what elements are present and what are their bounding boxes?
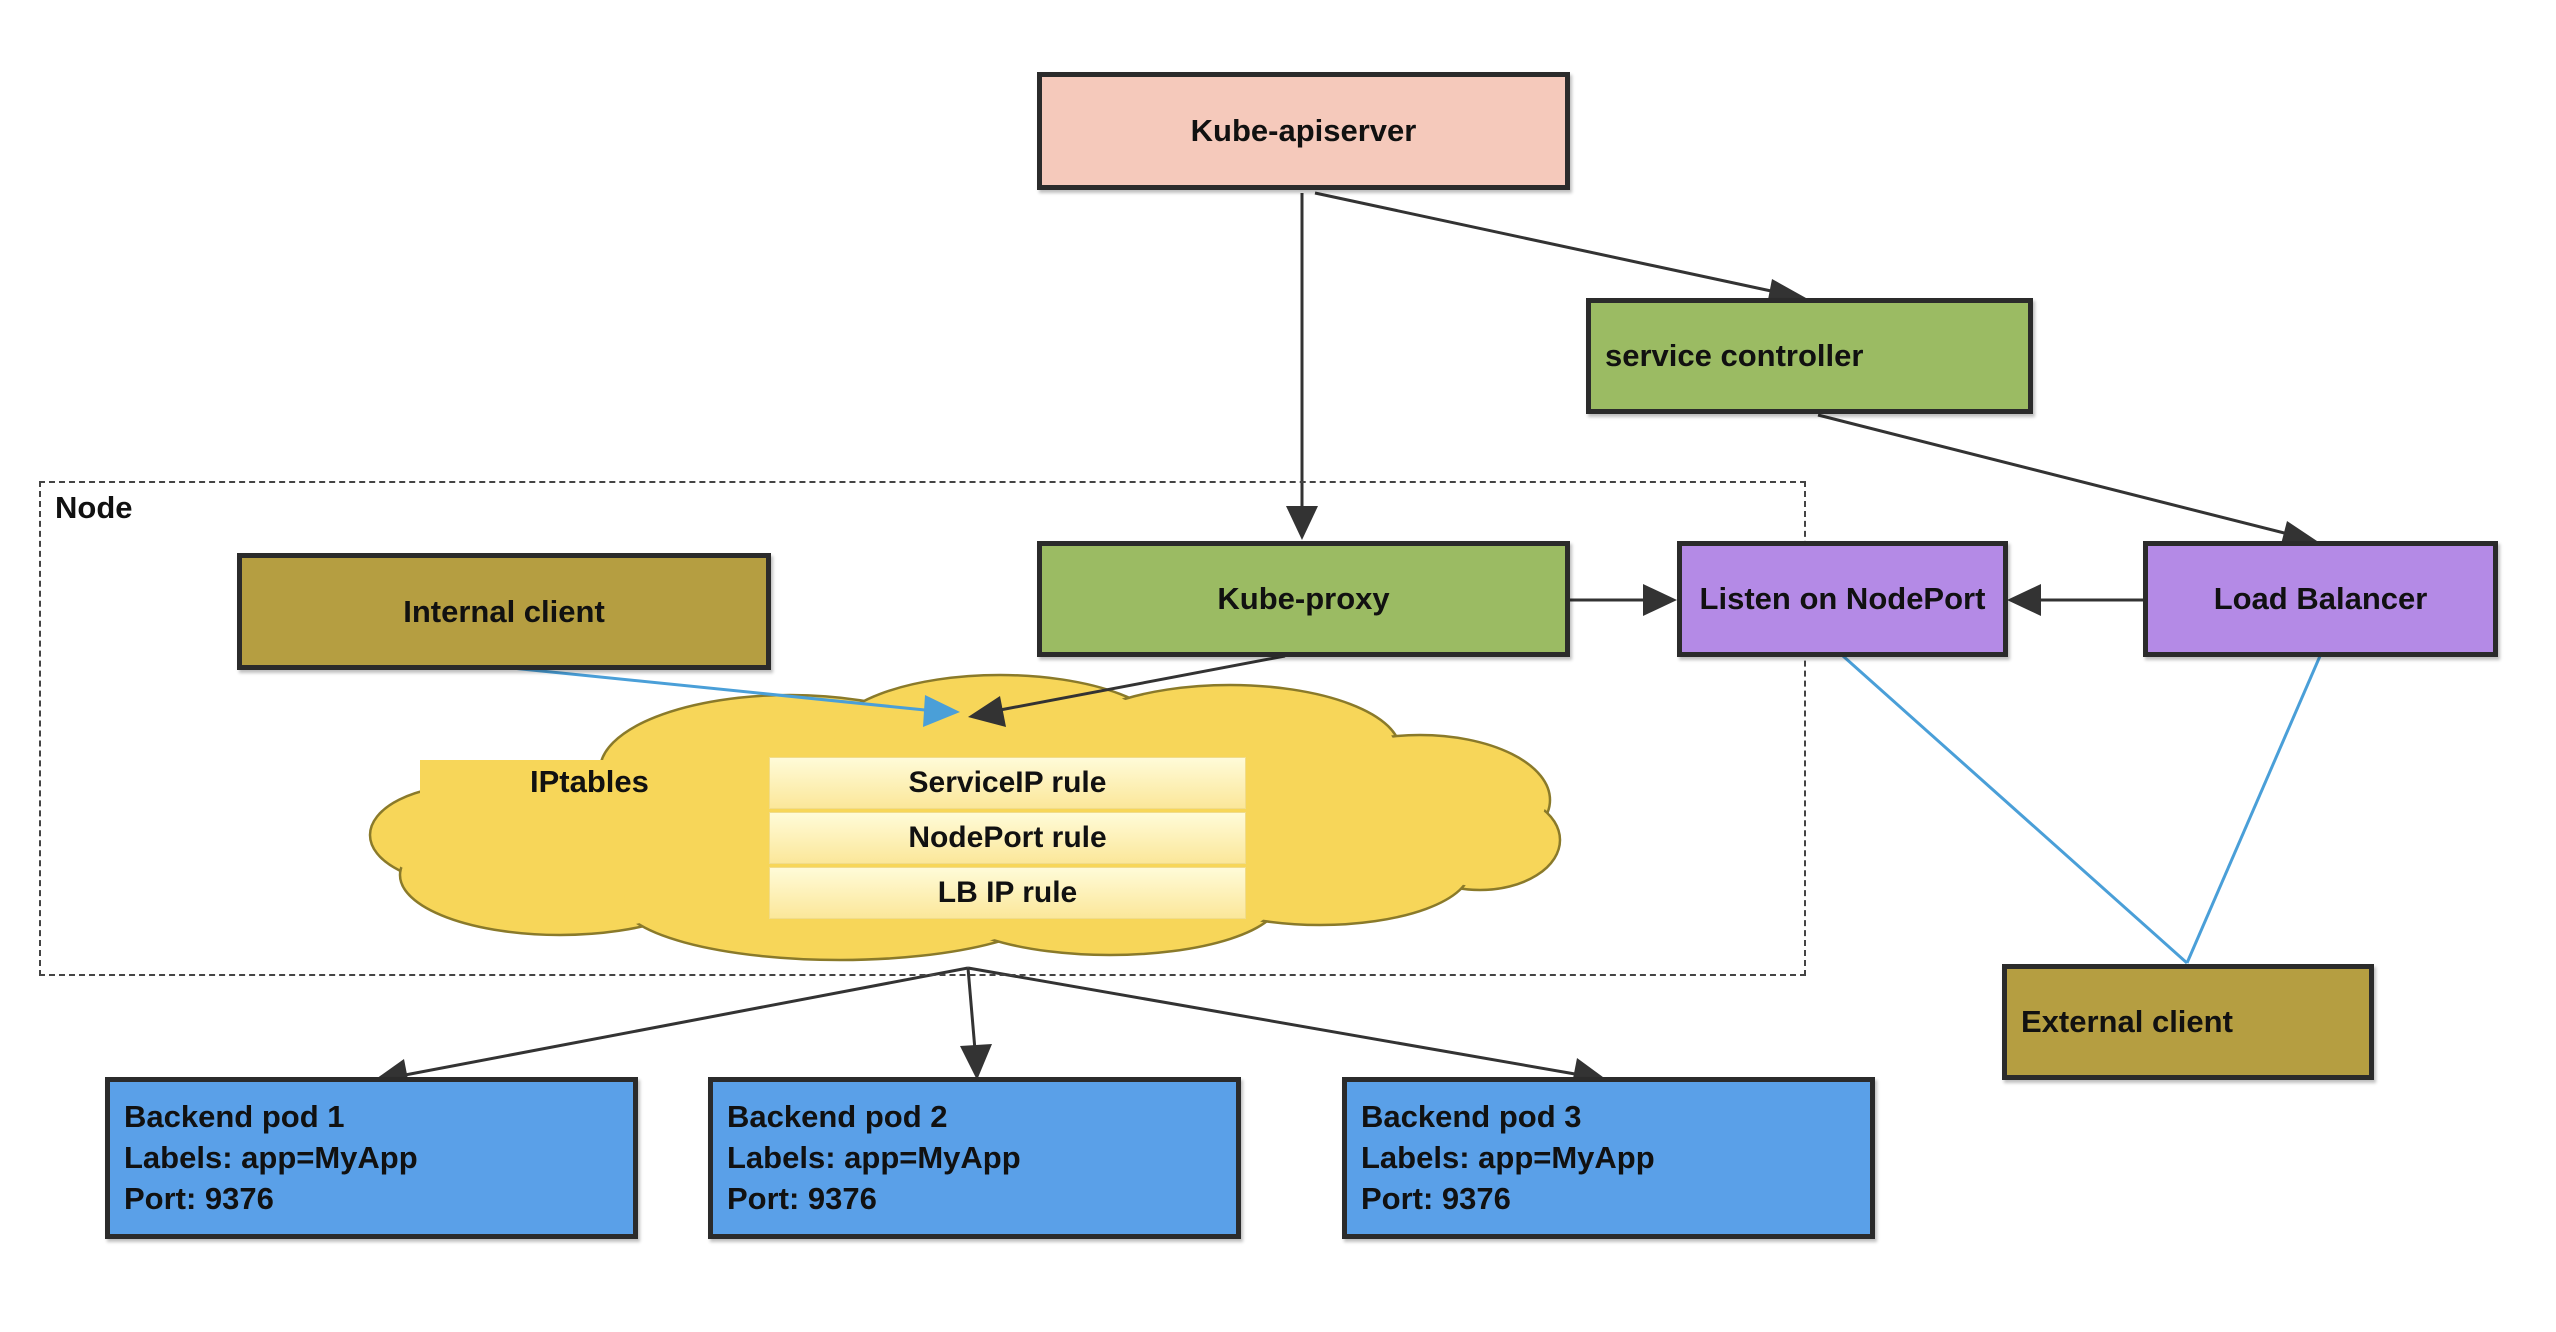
- arrow-iptables-to-pod1: [404, 966, 969, 1077]
- iptables-rule: ServiceIP rule: [769, 757, 1246, 809]
- iptables-rule: LB IP rule: [769, 867, 1246, 919]
- service-controller-label: service controller: [1605, 338, 1864, 373]
- arrowhead-kubeproxy: [1286, 506, 1318, 540]
- kube-proxy-box: Kube-proxy: [1037, 541, 1570, 657]
- external-client-label: External client: [2021, 1004, 2233, 1039]
- iptables-label: IPtables: [530, 764, 649, 799]
- pod-port: Port: 9376: [727, 1181, 877, 1216]
- load-balancer-box: Load Balancer: [2143, 541, 2498, 657]
- pod-name: Backend pod 1: [124, 1099, 345, 1134]
- pod-port: Port: 9376: [124, 1181, 274, 1216]
- connectors: [373, 191, 2322, 1090]
- link-nodeport-to-externalclient: [1842, 654, 2188, 965]
- pod-name: Backend pod 3: [1361, 1099, 1582, 1134]
- iptables-rules: ServiceIP rule NodePort rule LB IP rule: [769, 757, 1246, 922]
- link-loadbalancer-to-externalclient: [2185, 655, 2322, 964]
- service-controller-box: service controller: [1586, 298, 2033, 414]
- pod-labels: Labels: app=MyApp: [1361, 1140, 1655, 1175]
- arrow-iptables-to-pod2: [966, 967, 977, 1051]
- arrowhead-pod2: [960, 1044, 992, 1080]
- pod-name: Backend pod 2: [727, 1099, 948, 1134]
- external-client-box: External client: [2002, 964, 2374, 1080]
- arrow-kubeproxy-to-iptables: [999, 654, 1286, 712]
- kube-apiserver-box: Kube-apiserver: [1037, 72, 1570, 190]
- arrow-servicecontroller-to-loadbalancer: [1817, 413, 2297, 538]
- listen-nodeport-box: Listen on NodePort: [1677, 541, 2008, 657]
- pod-port: Port: 9376: [1361, 1181, 1511, 1216]
- node-region: [39, 481, 1806, 976]
- arrow-iptables-to-pod3: [967, 966, 1576, 1076]
- load-balancer-label: Load Balancer: [2213, 581, 2428, 616]
- arrow-apiserver-to-servicecontroller: [1314, 191, 1786, 296]
- arrowhead-iptables-dark: [968, 696, 1006, 727]
- kube-proxy-label: Kube-proxy: [1217, 581, 1390, 616]
- pod-labels: Labels: app=MyApp: [124, 1140, 418, 1175]
- pod-labels: Labels: app=MyApp: [727, 1140, 1021, 1175]
- internal-client-label: Internal client: [403, 593, 605, 629]
- arrow-internalclient-to-iptables: [501, 665, 926, 712]
- backend-pod-box: Backend pod 1 Labels: app=MyApp Port: 93…: [105, 1077, 638, 1239]
- backend-pod-box: Backend pod 2 Labels: app=MyApp Port: 93…: [708, 1077, 1241, 1239]
- node-label: Node: [55, 490, 133, 525]
- arrowhead-nodeport-from-lb: [2007, 584, 2041, 616]
- kube-apiserver-label: Kube-apiserver: [1190, 113, 1417, 148]
- arrowhead-nodeport: [1643, 584, 1677, 616]
- arrowhead-iptables-blue: [923, 695, 960, 727]
- backend-pod-box: Backend pod 3 Labels: app=MyApp Port: 93…: [1342, 1077, 1875, 1239]
- iptables-rule: NodePort rule: [769, 812, 1246, 864]
- internal-client-box: Internal client: [237, 553, 771, 670]
- listen-nodeport-label: Listen on NodePort: [1699, 581, 1986, 616]
